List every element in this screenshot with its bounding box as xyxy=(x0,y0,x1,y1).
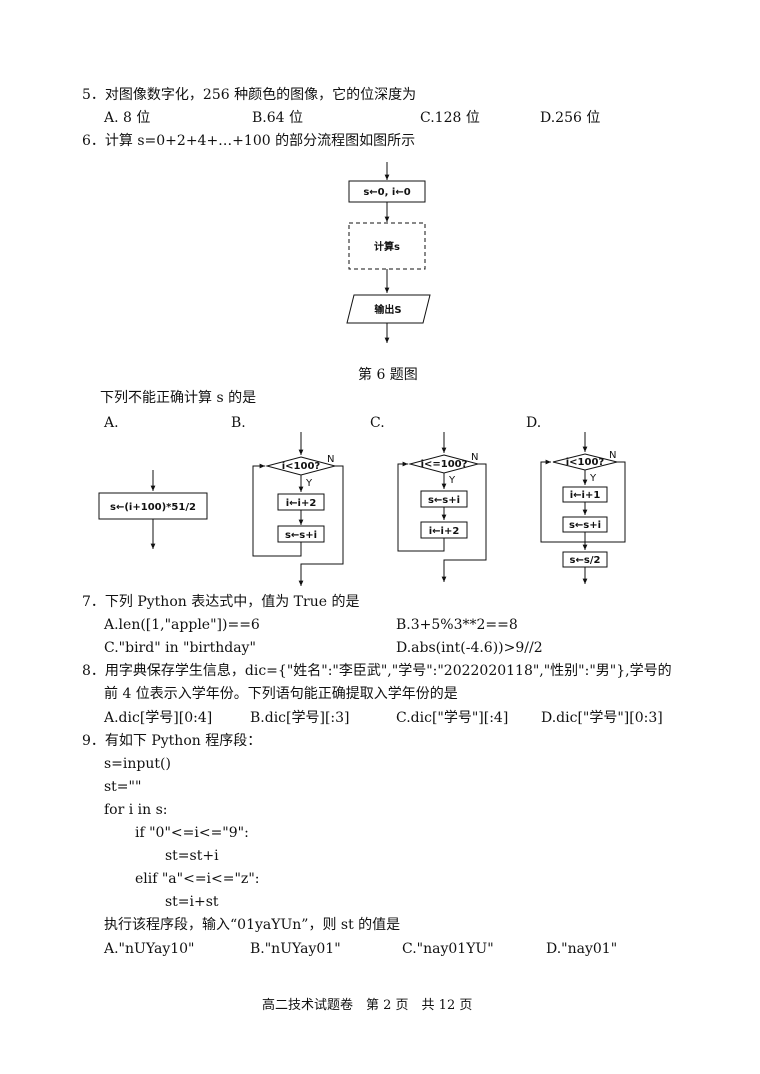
q7-option-c: C."bird" in "birthday" xyxy=(104,640,256,656)
q6-prompt: 下列不能正确计算 s 的是 xyxy=(100,390,257,406)
c-yes-label: Y xyxy=(448,475,456,486)
page-footer: 高二技术试题卷 第 2 页 共 12 页 xyxy=(262,998,473,1013)
q7-option-d: D.abs(int(-4.6))>9//2 xyxy=(396,640,543,656)
c-step1-label: s←s+i xyxy=(428,495,460,506)
q6-label-d: D. xyxy=(526,415,542,431)
d-cond-label: i<100? xyxy=(566,457,605,468)
q7-stem: 7．下列 Python 表达式中，值为 True 的是 xyxy=(82,594,360,610)
main-output-label: 输出S xyxy=(374,303,401,316)
q9-code-line-2: st="" xyxy=(104,779,142,795)
q9-question: 执行该程序段，输入“01yaYUn”，则 st 的值是 xyxy=(104,917,401,933)
b-step2-label: s←s+i xyxy=(285,530,317,541)
q5-option-c: C.128 位 xyxy=(420,110,480,126)
main-output-parallelogram xyxy=(346,294,431,324)
c-cond-label: i<=100? xyxy=(421,459,468,470)
b-yes-label: Y xyxy=(305,478,313,489)
q8-option-b: B.dic[学号][:3] xyxy=(250,710,350,726)
b-exit xyxy=(298,465,344,586)
c-loop-back xyxy=(397,461,445,552)
c-exit xyxy=(441,463,487,582)
q8-option-a: A.dic[学号][0:4] xyxy=(104,710,213,726)
c-no-label: N xyxy=(471,452,478,463)
q7-option-a: A.len([1,"apple"])==6 xyxy=(104,617,260,633)
q8-option-d: D.dic["学号"][0:3] xyxy=(541,710,663,726)
q7-option-b: B.3+5%3**2==8 xyxy=(396,617,518,633)
b-loop-back xyxy=(252,463,302,557)
q6-label-a: A. xyxy=(104,415,119,431)
main-compute-label: 计算s xyxy=(374,240,400,253)
q9-option-d: D."nay01" xyxy=(546,941,618,957)
q6-figure-caption: 第 6 题图 xyxy=(358,367,418,383)
q6-stem: 6．计算 s=0+2+4+…+100 的部分流程图如图所示 xyxy=(82,133,416,149)
q9-code-line-7: st=i+st xyxy=(165,894,219,910)
b-no-label: N xyxy=(327,454,334,465)
q8-stem-line2: 前 4 位表示入学年份。下列语句能正确提取入学年份的是 xyxy=(104,686,458,702)
d-step1-label: i←i+1 xyxy=(570,490,601,501)
q9-option-b: B."nUYay01" xyxy=(250,941,341,957)
q8-stem-line1: 8．用字典保存学生信息，dic={"姓名":"李臣武","学号":"202202… xyxy=(82,663,672,679)
q9-stem: 9．有如下 Python 程序段： xyxy=(82,733,262,749)
a-box-label: s←(i+100)*51/2 xyxy=(110,502,196,513)
q9-code-line-6: elif "a"<=i<="z": xyxy=(135,871,260,887)
main-init-label: s←0, i←0 xyxy=(363,187,410,198)
q9-code-line-1: s=input() xyxy=(104,756,171,772)
d-step3-label: s←s/2 xyxy=(570,555,601,566)
c-step2-label: i←i+2 xyxy=(429,526,460,537)
b-cond-label: i<100? xyxy=(282,461,321,472)
q9-code-line-3: for i in s: xyxy=(104,802,168,818)
q5-option-a: A. 8 位 xyxy=(104,110,151,126)
q6-label-b: B. xyxy=(231,415,246,431)
q6-label-c: C. xyxy=(370,415,385,431)
q9-option-a: A."nUYay10" xyxy=(104,941,195,957)
q5-option-d: D.256 位 xyxy=(540,110,601,126)
d-yes-label: Y xyxy=(589,473,597,484)
q9-option-c: C."nay01YU" xyxy=(402,941,494,957)
d-step2-label: s←s+i xyxy=(569,520,601,531)
q8-option-c: C.dic["学号"][:4] xyxy=(396,710,509,726)
d-no-label: N xyxy=(609,450,616,461)
q5-stem: 5．对图像数字化，256 种颜色的图像，它的位深度为 xyxy=(82,87,417,103)
q5-option-b: B.64 位 xyxy=(252,110,304,126)
b-step1-label: i←i+2 xyxy=(286,498,317,509)
q9-code-line-4: if "0"<=i<="9": xyxy=(135,825,249,841)
d-loop-back xyxy=(540,459,586,543)
q9-code-line-5: st=st+i xyxy=(165,848,219,864)
main-compute-box xyxy=(348,222,426,270)
